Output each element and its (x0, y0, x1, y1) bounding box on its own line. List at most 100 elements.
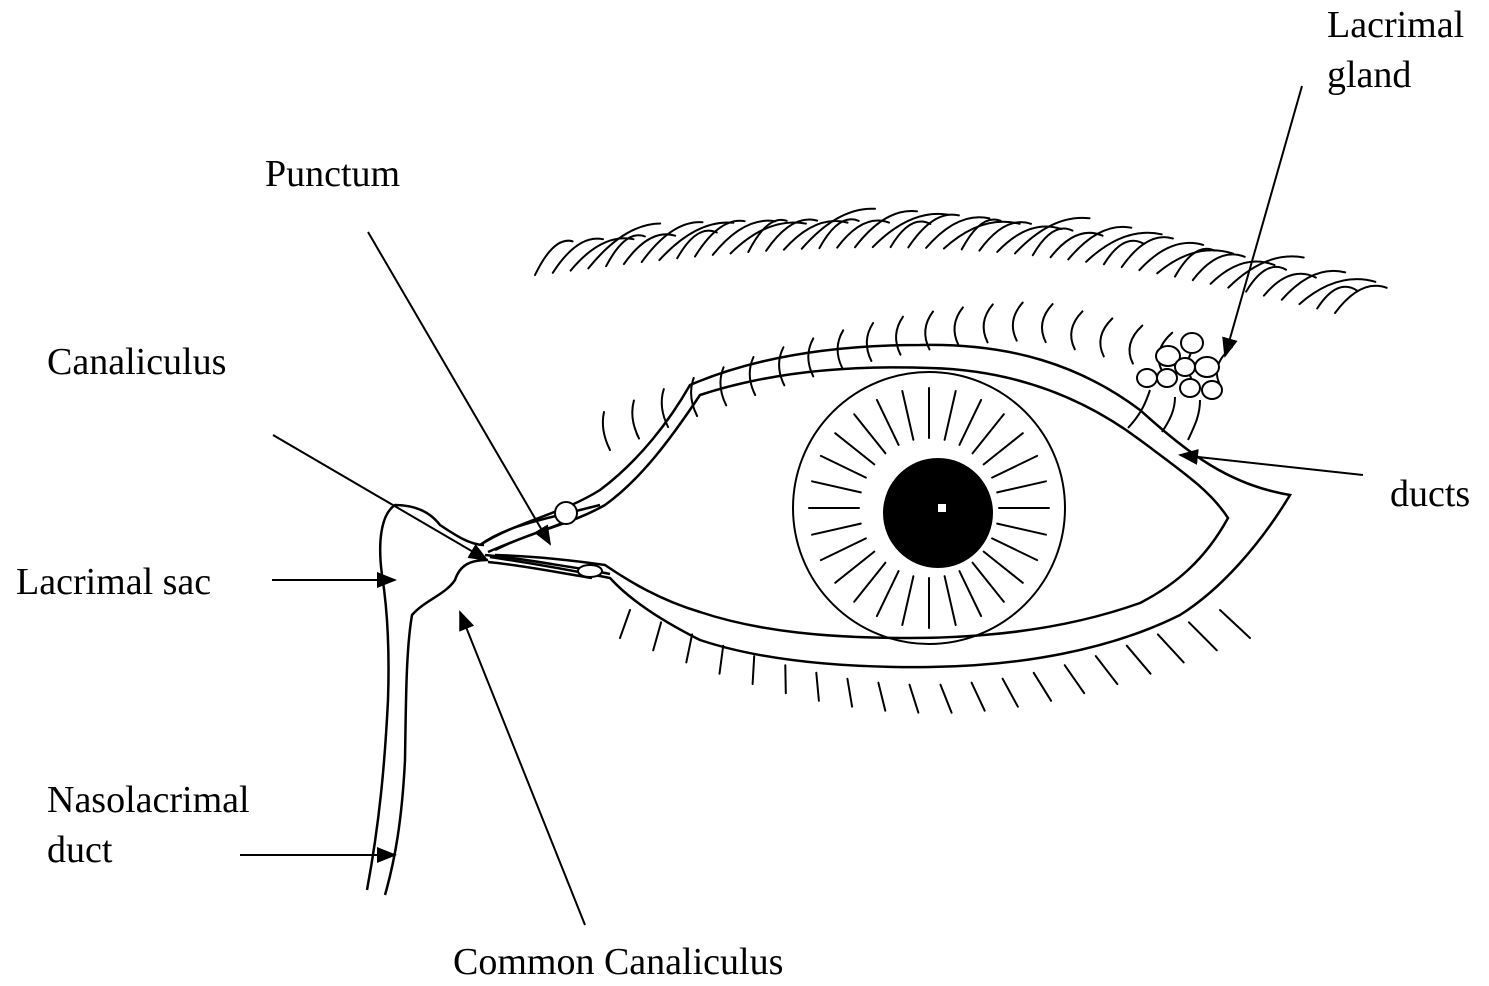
label-lacrimal-gland-line-1: Lacrimal (1327, 4, 1465, 46)
leader-punctum (367, 231, 552, 546)
lower-eyelash (1187, 621, 1218, 652)
eyebrow (534, 207, 1388, 314)
eyelid-inner-outline (494, 366, 1230, 640)
eyebrow-hair (711, 219, 777, 256)
eyebrow-hair (978, 221, 1032, 252)
upper-eyelash (719, 366, 728, 407)
eyebrow-hair (1174, 247, 1216, 278)
eyebrow-hair (1316, 285, 1359, 310)
leader-common-canaliculus (459, 610, 586, 926)
iris-ray (958, 570, 983, 618)
iris (792, 371, 1066, 645)
eyebrow-hair (640, 221, 704, 264)
iris-ray (819, 537, 867, 562)
lower-eyelash (1032, 671, 1053, 702)
iris-ray (971, 561, 1005, 603)
leader-lacrimal-gland (1222, 85, 1303, 358)
pupil (883, 458, 993, 568)
leader-canaliculus (272, 434, 489, 562)
eyebrow-hair (907, 213, 960, 249)
eyebrow-hair (534, 239, 574, 276)
upper-eyelash (631, 399, 640, 440)
label-lacrimal-gland-line-2: gland (1327, 54, 1412, 96)
iris-ray (819, 454, 867, 479)
eyebrow-hair (729, 221, 807, 255)
iris-ray (991, 537, 1039, 562)
eyebrow-hair (818, 218, 860, 250)
label-common-canaliculus: Common Canaliculus (453, 941, 784, 983)
iris-ray (901, 390, 915, 441)
upper-eyelash (1070, 310, 1084, 351)
upper-eyelash (1099, 317, 1114, 358)
eyebrow-hair (747, 218, 788, 253)
eyebrow-hair (1156, 249, 1235, 275)
label-canaliculus: Canaliculus (47, 341, 227, 383)
eyebrow-hair (1120, 236, 1174, 269)
eyebrow-hair (1209, 260, 1276, 285)
eyebrow-hair (1191, 253, 1246, 282)
iris-rays (808, 387, 1050, 629)
upper-eyelash (924, 310, 934, 351)
eyebrow-hair (1245, 265, 1288, 293)
label-lacrimal-sac: Lacrimal sac (16, 561, 212, 603)
gland-ducts (1127, 389, 1201, 441)
iris-ray (811, 522, 862, 536)
eyelid-outer-outline (479, 343, 1293, 669)
lower-eyelash (1156, 633, 1185, 664)
upper-eyelash (865, 322, 875, 362)
eyebrow-hair (1014, 216, 1091, 255)
eyebrow-hair (1067, 225, 1133, 261)
lower-eyelash (652, 621, 663, 652)
upper-eyelash (807, 337, 815, 378)
eyebrow-hair (836, 219, 890, 249)
label-punctum: Punctum (265, 153, 401, 195)
punctum-lower (577, 564, 603, 578)
iris-ray (971, 413, 1005, 455)
eyebrow-hair (622, 233, 677, 266)
iris-ray (834, 432, 876, 466)
iris-ray (996, 480, 1047, 494)
eyebrow-hair (960, 218, 1002, 251)
eyebrow-hair (1102, 239, 1145, 266)
iris-ray (901, 575, 915, 626)
eyebrow-hair (694, 219, 746, 258)
upper-eyelash (778, 346, 786, 387)
upper-eyelash (982, 303, 994, 344)
lower-eyelash (908, 683, 920, 714)
iris-ray (853, 561, 887, 603)
lower-eyelash (685, 633, 694, 664)
eyebrow-hair (889, 220, 932, 249)
lower-eyelash (1001, 677, 1019, 708)
eyebrow-hair (854, 210, 918, 249)
leader-lines (240, 85, 1364, 926)
eyebrow-hair (1298, 278, 1377, 306)
iris-ray (958, 398, 983, 446)
eyebrow-hair (1334, 284, 1388, 314)
lower-eyelash (877, 681, 887, 712)
iris-ray (991, 454, 1039, 479)
eyebrow-hair (587, 222, 662, 270)
eyebrow-hair (551, 237, 604, 274)
eyebrow-hair (676, 229, 718, 260)
lower-eyelash (1094, 655, 1119, 686)
eyebrow-hair (605, 234, 646, 268)
upper-eyelash (601, 411, 611, 451)
lower-eyelash (970, 681, 986, 712)
eyebrow-hair (800, 207, 876, 250)
label-nasolacrimal-duct: Nasolacrimal duct (47, 775, 250, 875)
pupil-highlight (938, 504, 946, 512)
iris-ray (853, 413, 887, 455)
label-nasolacrimal-duct-line-1: Nasolacrimal (47, 779, 250, 821)
upper-eyelash (1128, 324, 1144, 365)
lacrimal-gland-lobules (1136, 332, 1223, 400)
upper-eyelashes (601, 301, 1233, 451)
eyebrow-hair (925, 216, 991, 249)
label-nasolacrimal-duct-line-2: duct (47, 829, 113, 871)
eyebrow-hair (996, 225, 1063, 253)
lower-eyelash (1219, 609, 1251, 639)
lower-eyelash (1063, 664, 1086, 695)
eyebrow-hair (765, 218, 819, 252)
lower-eyelash (751, 655, 756, 686)
eyebrow-hair (1138, 241, 1205, 272)
iris-ray (834, 550, 876, 584)
